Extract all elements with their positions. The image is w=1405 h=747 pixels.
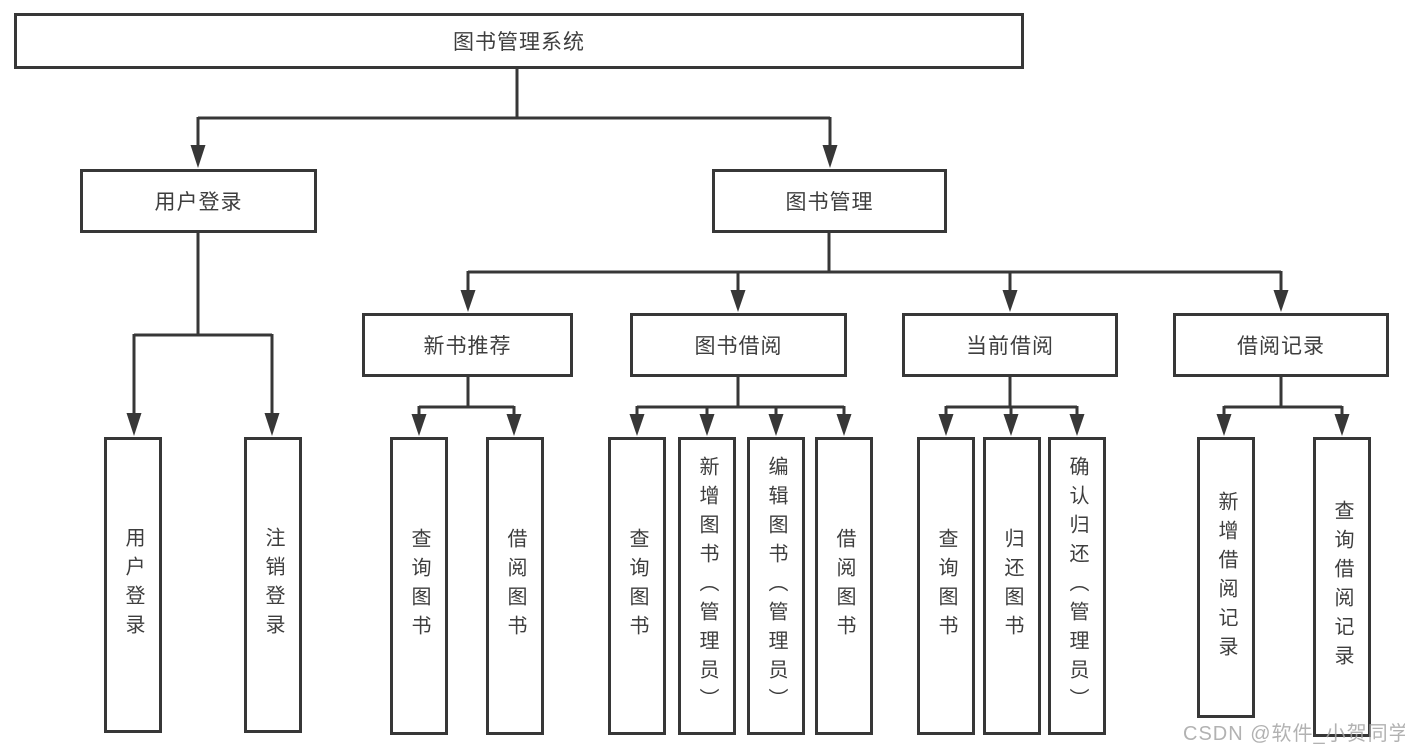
leaf-query-borrow-record: 查询借阅记录 (1313, 437, 1371, 737)
leaf-query-books-current: 查询图书 (917, 437, 975, 735)
watermark: CSDN @软件_小贺同学 (1183, 723, 1405, 745)
node-book-management: 图书管理 (712, 169, 947, 233)
node-book-borrow: 图书借阅 (630, 313, 847, 377)
leaf-add-borrow-record: 新增借阅记录 (1197, 437, 1255, 718)
leaf-confirm-return-admin: 确认归还（管理员） (1048, 437, 1106, 735)
leaf-query-books-borrow: 查询图书 (608, 437, 666, 735)
leaf-borrow-books: 借阅图书 (815, 437, 873, 735)
leaf-edit-book-admin: 编辑图书（管理员） (747, 437, 805, 735)
node-current-borrow: 当前借阅 (902, 313, 1118, 377)
node-root-library-system: 图书管理系统 (14, 13, 1024, 69)
leaf-borrow-books-recommend: 借阅图书 (486, 437, 544, 735)
node-borrow-records: 借阅记录 (1173, 313, 1389, 377)
node-new-book-recommend: 新书推荐 (362, 313, 573, 377)
leaf-return-book: 归还图书 (983, 437, 1041, 735)
node-user-login: 用户登录 (80, 169, 317, 233)
leaf-add-book-admin: 新增图书（管理员） (678, 437, 736, 735)
leaf-query-books-recommend: 查询图书 (390, 437, 448, 735)
leaf-logout-login: 注销登录 (244, 437, 302, 733)
leaf-user-login: 用户登录 (104, 437, 162, 733)
